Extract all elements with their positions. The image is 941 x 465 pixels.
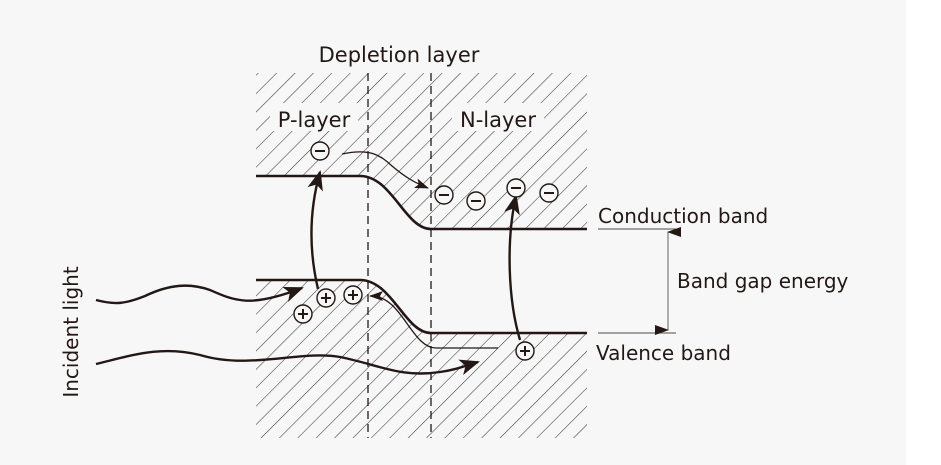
- n-layer-label: N-layer: [460, 108, 536, 132]
- conduction-band-label: Conduction band: [598, 204, 768, 228]
- valence-band-edge: [256, 278, 587, 335]
- incident-light-wave-lower: [95, 349, 480, 375]
- electron: [310, 141, 330, 161]
- valence-band-fill: [256, 280, 587, 438]
- hole: [316, 288, 336, 308]
- electron: [466, 191, 486, 211]
- electron: [506, 178, 526, 198]
- p-layer-label-bg: [270, 103, 358, 131]
- p-layer-label: P-layer: [278, 108, 351, 132]
- excitation-arrow-n-side: [504, 194, 522, 341]
- n-layer-label-bg: [452, 103, 544, 131]
- electrons: [310, 141, 559, 211]
- hole: [343, 285, 363, 305]
- incident-light-wave-upper: [95, 284, 304, 305]
- hole-drift-arrow: [369, 291, 498, 349]
- incident-light-label: Incident light: [59, 266, 83, 397]
- conduction-band-fill: [256, 73, 587, 229]
- electron: [434, 185, 454, 205]
- excitation-arrow-p-side: [307, 170, 323, 290]
- hole: [515, 341, 535, 361]
- electron-drift-arrow: [341, 151, 429, 189]
- electron: [539, 183, 559, 203]
- valence-band-label: Valence band: [596, 341, 731, 365]
- conduction-band-edge: [256, 174, 587, 231]
- band-gap-energy-label: Band gap energy: [677, 269, 849, 293]
- holes: [293, 285, 535, 361]
- depletion-layer-label: Depletion layer: [319, 43, 480, 67]
- hole: [293, 304, 313, 324]
